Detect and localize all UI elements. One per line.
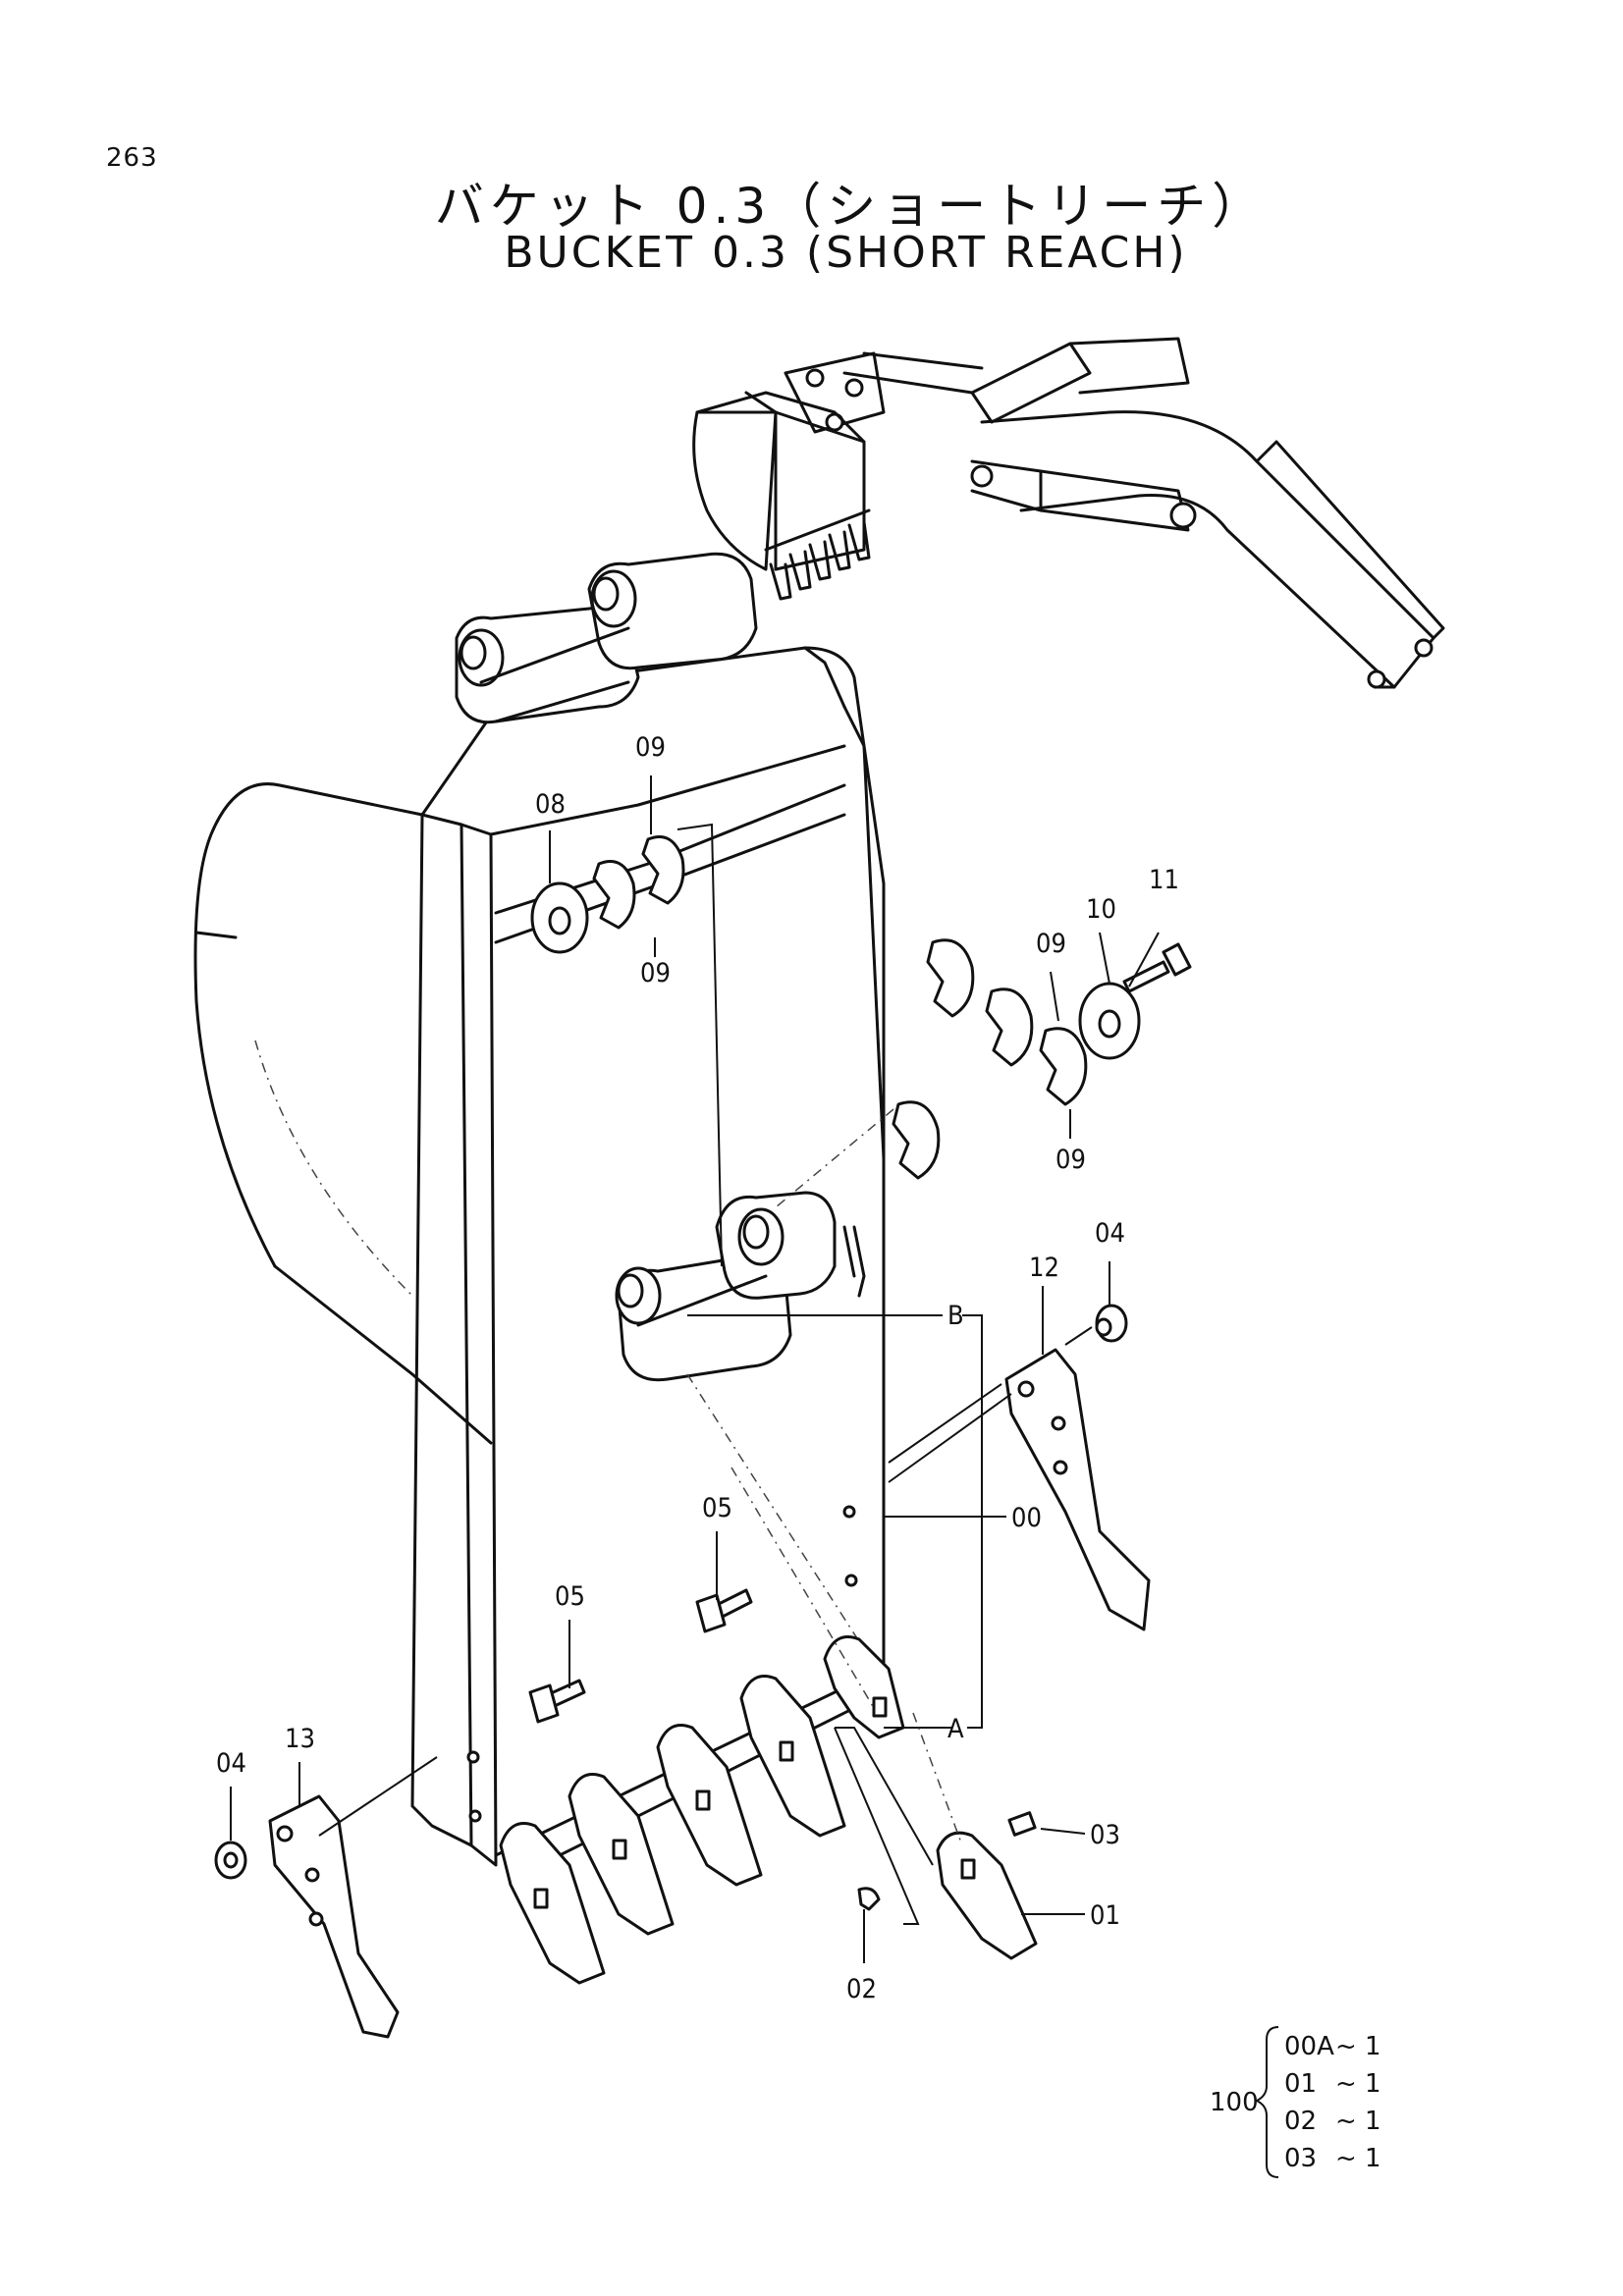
kit-item-part: 03: [1284, 2144, 1317, 2173]
kit-item-qty: ~ 1: [1335, 2069, 1381, 2099]
callout-09-right-bottom: 09: [1055, 1145, 1086, 1175]
callout-09-upper-bottom: 09: [640, 958, 671, 988]
kit-group-100: 100 00A ~ 1 01 ~ 1 02 ~ 1 03 ~ 1: [1210, 2026, 1381, 2178]
part-13-side-cutter: [268, 1794, 400, 2039]
callout-04-right: 04: [1095, 1218, 1125, 1249]
kit-item-part: 01: [1284, 2069, 1317, 2099]
callout-01: 01: [1090, 1900, 1120, 1931]
callout-09-top: 09: [635, 732, 666, 763]
callout-11: 11: [1149, 865, 1179, 895]
callout-09-right-top: 09: [1036, 929, 1066, 959]
callout-00: 00: [1011, 1503, 1042, 1533]
part-05-bolts: [528, 1588, 753, 1724]
kit-item-part: 00A: [1284, 2032, 1334, 2061]
part-02-pin: [857, 1887, 881, 1911]
callout-05-upper: 05: [702, 1493, 732, 1523]
callout-10: 10: [1086, 894, 1116, 925]
kit-item-qty: ~ 1: [1335, 2107, 1381, 2136]
kit-item-qty: ~ 1: [1335, 2032, 1381, 2061]
title-japanese: バケット 0.3（ショートリーチ）: [434, 178, 1268, 235]
callout-08: 08: [535, 789, 566, 820]
leader-lines: [230, 775, 1160, 1963]
part-09-shims-left: [592, 835, 685, 930]
part-10-washer: [1078, 982, 1141, 1060]
callout-13: 13: [285, 1724, 315, 1754]
kit-item-part: 02: [1284, 2107, 1317, 2136]
arm-overview-illustration: [692, 337, 1445, 689]
callout-03: 03: [1090, 1820, 1120, 1850]
kit-item-qty: ~ 1: [1335, 2144, 1381, 2173]
kit-number: 100: [1210, 2088, 1259, 2117]
bucket-body: [193, 552, 886, 1882]
page-number: 263: [106, 143, 158, 173]
callout-12: 12: [1029, 1253, 1059, 1283]
reference-b: B: [947, 1301, 964, 1331]
part-09-shims-right: [892, 938, 1088, 1180]
part-03-lock: [1007, 1811, 1037, 1837]
part-08-seal: [530, 881, 589, 954]
part-01-tooth: [936, 1831, 1038, 1960]
part-04-nut-left: [214, 1841, 247, 1880]
bucket-teeth-assembled: [499, 1635, 905, 1985]
callout-labels: 08 09 09 11 10 09 09 04 12 B 00 05 05 A …: [216, 732, 1179, 2004]
title-english: BUCKET 0.3 (SHORT REACH): [504, 228, 1188, 278]
callout-02: 02: [846, 1974, 877, 2004]
part-04-nut-right: [1095, 1304, 1128, 1343]
callout-04-left: 04: [216, 1748, 246, 1779]
reference-a: A: [947, 1714, 964, 1744]
part-11-bolt: [1122, 942, 1192, 993]
callout-05-lower: 05: [555, 1581, 585, 1612]
part-12-side-cutter: [1004, 1348, 1151, 1631]
